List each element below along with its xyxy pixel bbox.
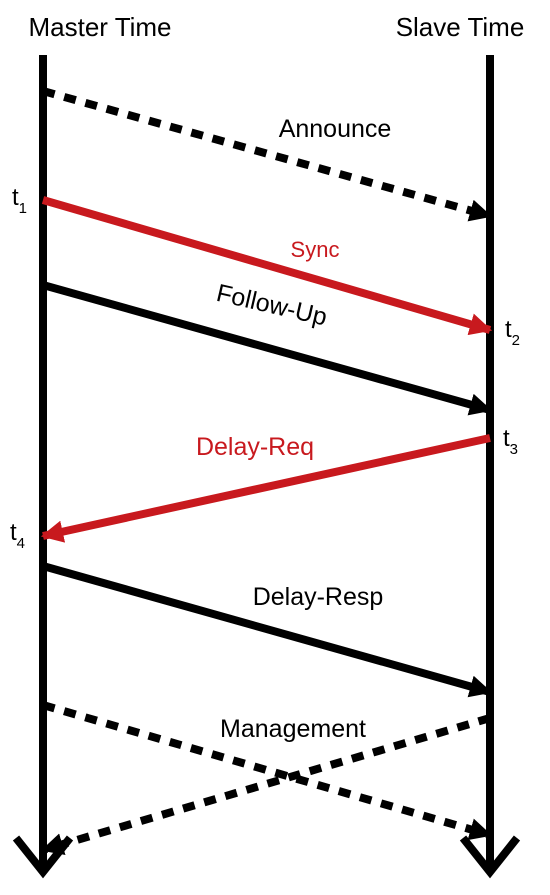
sync-arrow	[41, 196, 493, 336]
delay-resp-arrow	[41, 562, 493, 698]
follow-up-arrow	[41, 281, 493, 416]
announce-arrow	[41, 87, 493, 222]
timestamp-t4: t4	[10, 519, 25, 552]
follow-up-label: Follow-Up	[214, 279, 330, 332]
delay-req-arrow	[40, 434, 491, 543]
timestamp-t2: t2	[505, 316, 520, 349]
delay-req-label: Delay-Req	[196, 433, 314, 461]
timestamp-t3: t3	[503, 425, 518, 458]
management-label: Management	[220, 715, 366, 743]
master-timeline	[12, 55, 74, 879]
timestamp-t1: t1	[12, 184, 27, 217]
announce-label: Announce	[279, 115, 392, 143]
master-time-label: Master Time	[28, 12, 171, 42]
delay-resp-label: Delay-Resp	[253, 583, 384, 611]
sync-label: Sync	[291, 237, 340, 262]
slave-time-label: Slave Time	[396, 12, 525, 42]
management-arrow-to-master	[40, 714, 492, 856]
management-arrow-to-slave	[41, 701, 493, 841]
slave-timeline	[459, 55, 521, 879]
